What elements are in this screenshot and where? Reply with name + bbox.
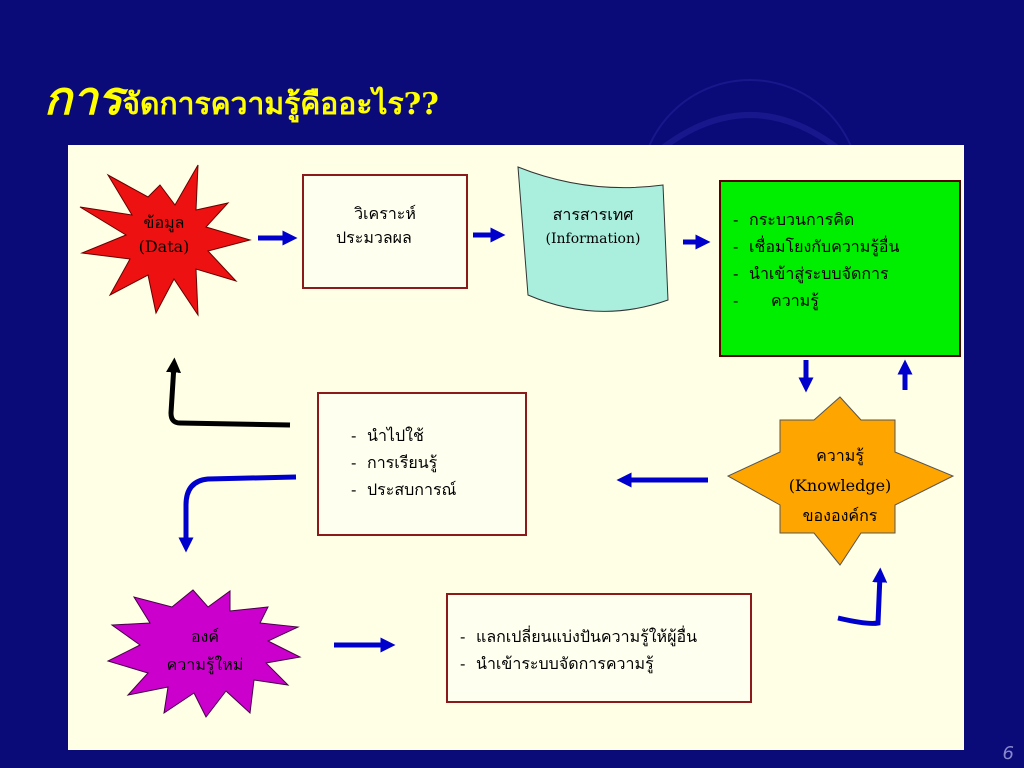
data-burst-label: ข้อมูล (Data) — [120, 211, 208, 259]
apply-item: นำไปใช้ — [349, 422, 525, 449]
arrow-apply-to-new — [178, 474, 297, 553]
thinking-box: กระบวนการคิด เชื่อมโยงกับความรู้อื่น นำเ… — [719, 180, 961, 357]
data-burst-line2: (Data) — [138, 237, 190, 256]
share-item: นำเข้าระบบจัดการความรู้ — [458, 650, 750, 677]
apply-list: นำไปใช้ การเรียนรู้ ประสบการณ์ — [349, 422, 525, 503]
thinking-list: กระบวนการคิด เชื่อมโยงกับความรู้อื่น นำเ… — [731, 206, 959, 314]
new-knowledge-label: องค์ ความรู้ใหม่ — [150, 623, 260, 679]
knowledge-line2: (Knowledge) — [788, 476, 892, 495]
knowledge-label: ความรู้ (Knowledge) ขององค์กร — [770, 441, 910, 531]
title-rest: จัดการความรู้คืออะไร?? — [122, 87, 439, 122]
new-knowledge-burst-shape — [106, 589, 302, 718]
information-doc-shape — [517, 166, 669, 312]
knowledge-star-shape — [726, 396, 955, 566]
apply-item: ประสบการณ์ — [349, 476, 525, 503]
share-box: แลกเปลี่ยนแบ่งปันความรู้ให้ผู้อื่น นำเข้… — [446, 593, 752, 703]
analysis-line1: วิเคราะห์ — [354, 204, 416, 223]
page-title: การจัดการความรู้คืออะไร?? — [44, 62, 439, 132]
thinking-item: เชื่อมโยงกับความรู้อื่น — [731, 233, 959, 260]
new-knowledge-line2: ความรู้ใหม่ — [166, 655, 244, 674]
information-line2: (Information) — [545, 231, 641, 247]
apply-item: การเรียนรู้ — [349, 449, 525, 476]
knowledge-line3: ขององค์กร — [802, 506, 878, 525]
thinking-item: ความรู้ — [731, 287, 959, 314]
share-item: แลกเปลี่ยนแบ่งปันความรู้ให้ผู้อื่น — [458, 623, 750, 650]
data-burst-line1: ข้อมูล — [143, 213, 185, 232]
analysis-box: วิเคราะห์ ประมวลผล — [302, 174, 468, 289]
page-number: 6 — [1002, 743, 1014, 764]
title-main: การ — [44, 71, 123, 125]
analysis-label: วิเคราะห์ ประมวลผล — [304, 202, 466, 250]
diagram-panel: ข้อมูล (Data) วิเคราะห์ ประมวลผล สารสารเ… — [68, 145, 964, 750]
thinking-item: กระบวนการคิด — [731, 206, 959, 233]
information-label: สารสารเทศ (Information) — [528, 203, 658, 251]
analysis-line2: ประมวลผล — [336, 228, 412, 247]
apply-box: นำไปใช้ การเรียนรู้ ประสบการณ์ — [317, 392, 527, 536]
thinking-item: นำเข้าสู่ระบบจัดการ — [731, 260, 959, 287]
information-line1: สารสารเทศ — [552, 205, 634, 224]
new-knowledge-line1: องค์ — [190, 627, 220, 646]
share-list: แลกเปลี่ยนแบ่งปันความรู้ให้ผู้อื่น นำเข้… — [458, 623, 750, 677]
knowledge-line1: ความรู้ — [816, 446, 864, 465]
arrow-apply-to-data — [166, 357, 291, 428]
arrow-share-to-knowledge — [837, 567, 888, 626]
data-burst-shape — [79, 164, 252, 317]
